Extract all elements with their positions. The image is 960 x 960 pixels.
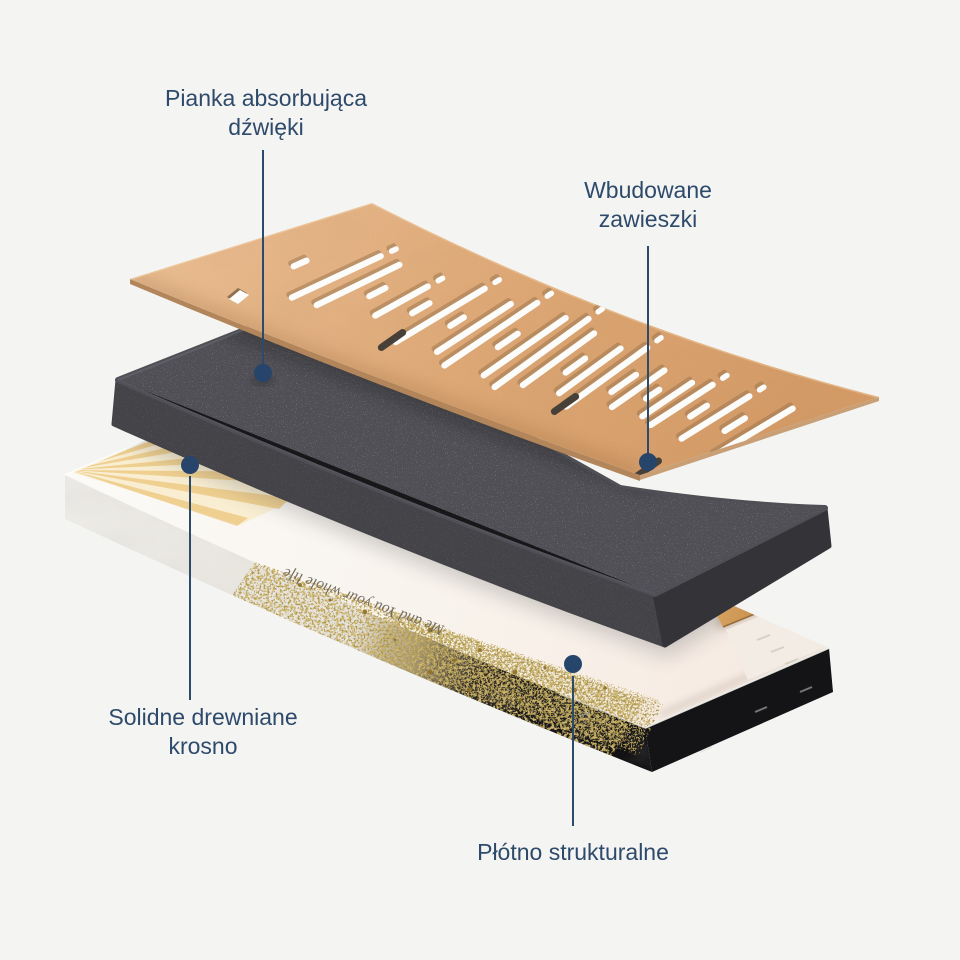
label-frame-line1: Solidne drewniane bbox=[108, 704, 298, 730]
label-frame-line2: krosno bbox=[168, 733, 238, 759]
label-canvas-line1: Płótno strukturalne bbox=[477, 839, 669, 865]
label-canvas: Płótno strukturalne bbox=[477, 838, 669, 867]
label-hangers-line2: zawieszki bbox=[598, 206, 698, 232]
layer-perforated-board bbox=[130, 203, 879, 481]
soundwave-cutouts bbox=[286, 243, 796, 475]
dot-foam bbox=[254, 364, 272, 382]
dot-frame bbox=[181, 456, 199, 474]
label-foam-line2: dźwięki bbox=[228, 114, 304, 140]
leader-lines bbox=[189, 150, 649, 826]
label-frame: Solidne drewniane krosno bbox=[108, 703, 297, 761]
label-foam: Pianka absorbująca dźwięki bbox=[165, 84, 367, 142]
glitter-band bbox=[222, 562, 663, 756]
label-hangers: Wbudowane zawieszki bbox=[584, 176, 712, 234]
leader-dots bbox=[181, 364, 657, 673]
dot-hangers bbox=[639, 453, 657, 471]
label-foam-line1: Pianka absorbująca bbox=[164, 85, 368, 111]
label-hangers-line1: Wbudowane bbox=[584, 177, 712, 203]
dot-canvas bbox=[564, 655, 582, 673]
small-cutout bbox=[227, 288, 249, 304]
